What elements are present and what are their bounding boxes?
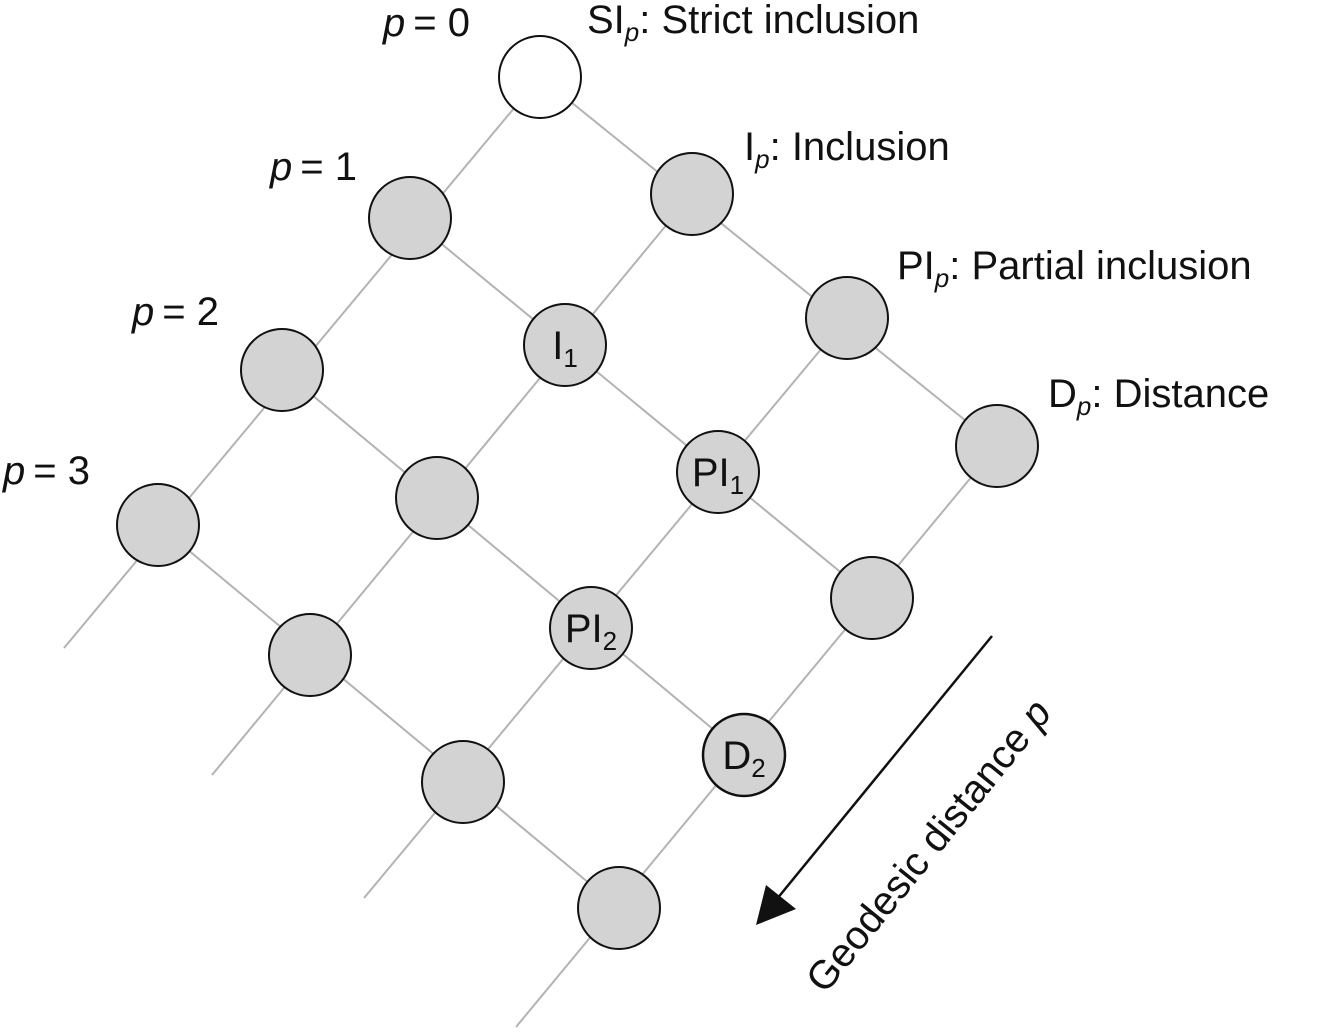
node <box>577 866 661 950</box>
distance-label-p3: p= 3 <box>2 449 90 493</box>
node <box>805 276 889 360</box>
geodesic-arrow <box>756 635 993 925</box>
node-label-d2: D2 <box>722 734 765 783</box>
node-d2-highlighted <box>701 712 787 798</box>
node <box>268 613 352 697</box>
node-label-pi2: PI2 <box>565 607 617 656</box>
node <box>368 176 452 260</box>
edge <box>539 76 998 447</box>
node-pi1 <box>676 430 760 514</box>
distance-labels: p= 0 p= 1 p= 2 p= 3 <box>2 1 470 493</box>
nodes <box>116 35 1039 950</box>
node <box>395 456 479 540</box>
node <box>421 740 505 824</box>
relation-label-strict-inclusion: SIp: Strict inclusion <box>587 0 919 47</box>
node-pi2 <box>549 586 633 670</box>
node <box>116 483 200 567</box>
relation-label-inclusion: Ip: Inclusion <box>744 125 950 174</box>
edge <box>281 369 745 756</box>
edge <box>157 524 620 909</box>
node-labels: I1 PI1 PI2 D2 <box>552 324 765 783</box>
relation-label-partial-inclusion: PIp: Partial inclusion <box>897 244 1252 293</box>
node <box>955 404 1039 488</box>
distance-label-p2: p= 2 <box>131 290 219 334</box>
distance-label-p0: p= 0 <box>382 1 470 45</box>
arrow-head <box>756 885 796 925</box>
distance-label-p1: p= 1 <box>269 145 357 189</box>
relation-labels: SIp: Strict inclusion Ip: Inclusion PIp:… <box>587 0 1269 421</box>
node-label-pi1: PI1 <box>692 451 744 500</box>
node <box>240 328 324 412</box>
node-i1 <box>523 303 607 387</box>
relation-label-distance: Dp: Distance <box>1048 372 1269 421</box>
node-label-i1: I1 <box>552 324 578 373</box>
node <box>830 556 914 640</box>
node-strict-inclusion-top <box>498 35 582 119</box>
edges <box>63 76 998 1028</box>
geodesic-distance-label: Geodesic distance p <box>798 691 1060 1000</box>
edge <box>409 217 873 599</box>
arrow-line <box>771 635 993 906</box>
node <box>650 152 734 236</box>
